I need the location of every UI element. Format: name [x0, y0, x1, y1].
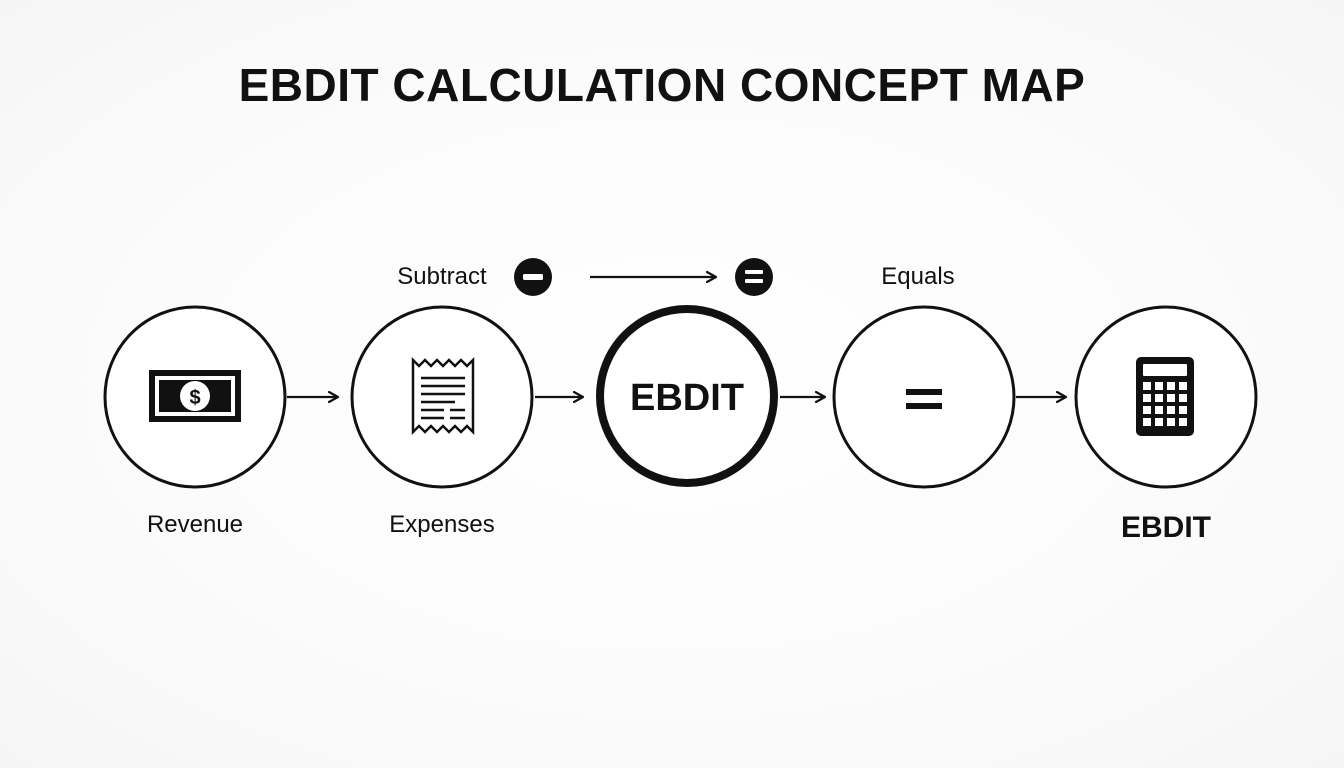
ebdit-center-text: EBDIT [630, 377, 744, 419]
calculator-icon [1136, 357, 1194, 436]
page-title: EBDIT CALCULATION CONCEPT MAP [238, 59, 1086, 111]
equals-label: Equals [881, 263, 954, 290]
expenses-label: Expenses [389, 511, 494, 538]
revenue-node: $ [103, 305, 287, 489]
ebdit-center-node: EBDIT [596, 305, 778, 487]
result-label: EBDIT [1121, 511, 1211, 544]
revenue-label: Revenue [147, 511, 243, 538]
equals-node [832, 305, 1016, 489]
equals-icon [906, 389, 942, 409]
subtract-label: Subtract [397, 263, 487, 290]
expenses-node [350, 305, 534, 489]
svg-text:$: $ [189, 387, 200, 409]
result-node [1074, 305, 1258, 489]
minus-badge-icon [514, 258, 552, 296]
money-bill-icon: $ [149, 370, 241, 422]
equals-badge-icon [735, 258, 773, 296]
receipt-icon [411, 356, 475, 436]
